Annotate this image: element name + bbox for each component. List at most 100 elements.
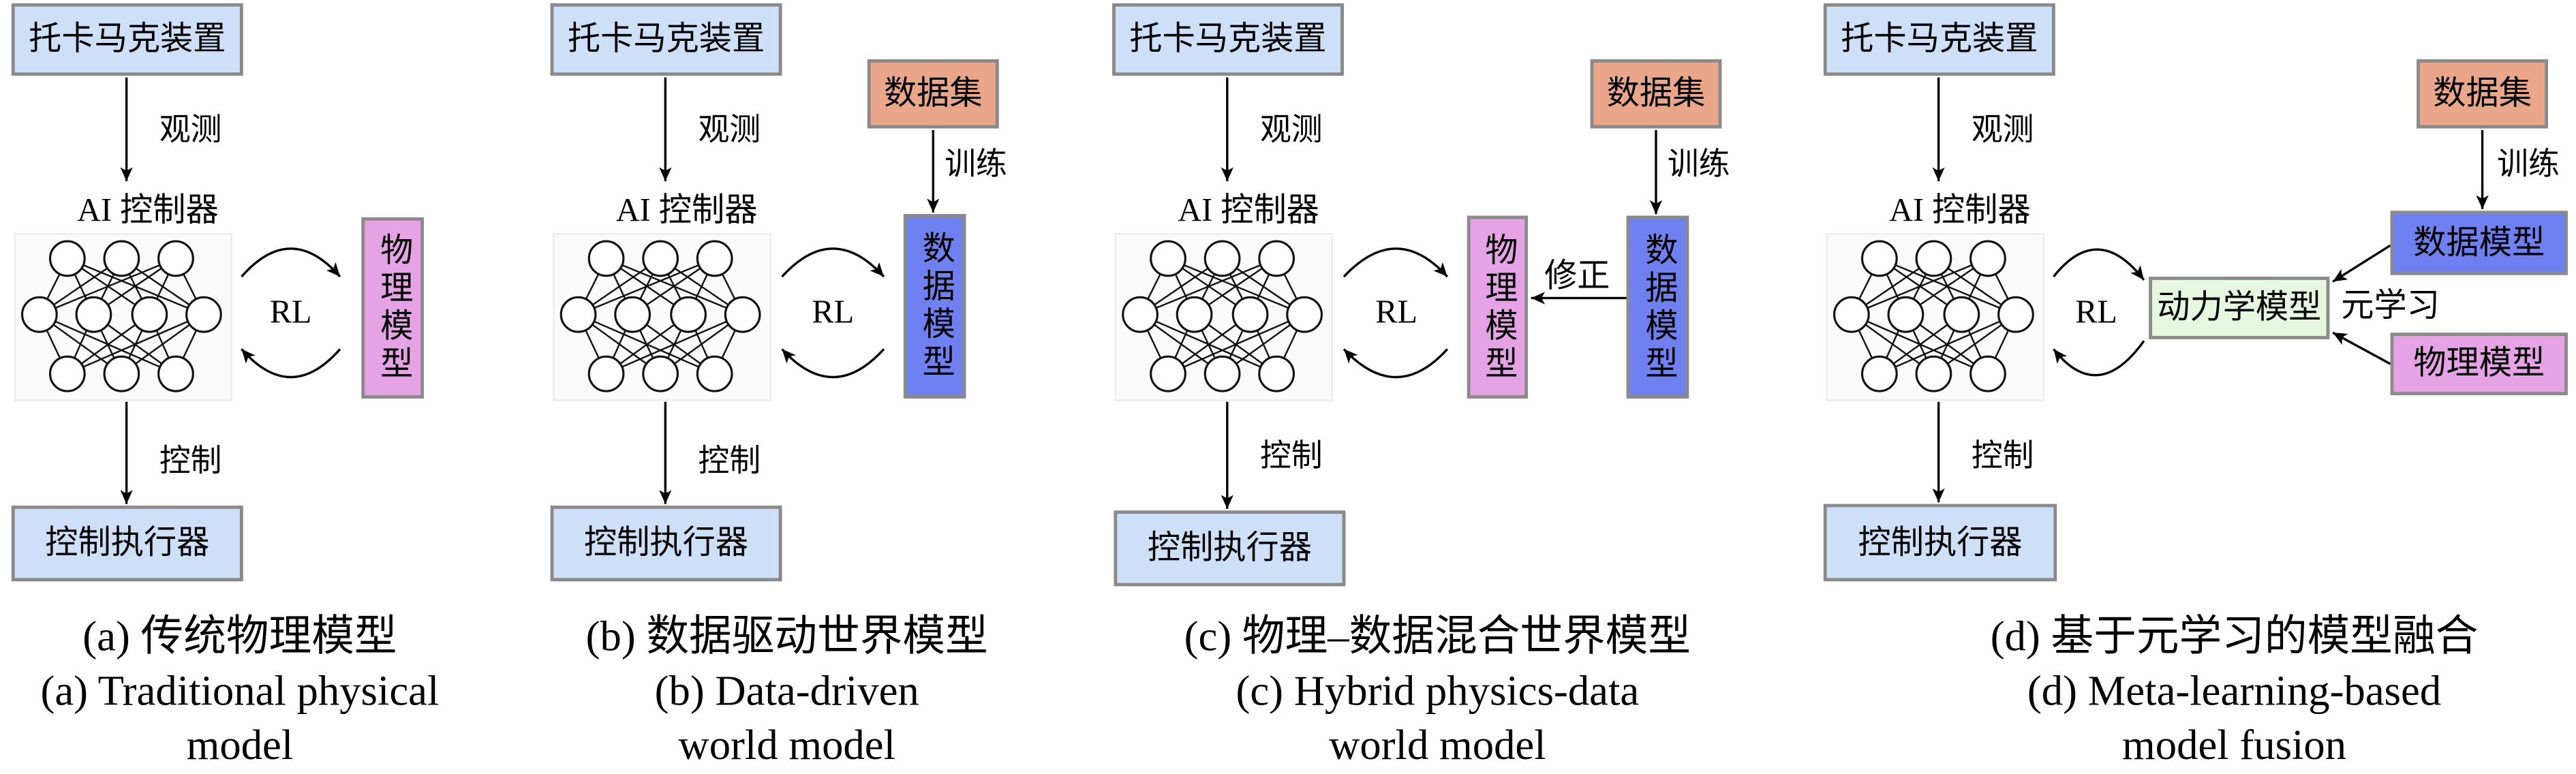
dynamics-model-box: 动力学模型 [2149,277,2330,339]
neural-network-icon [553,233,771,401]
network-node [696,240,733,277]
dataset-label: 数据集 [883,76,983,112]
tokamak-device-label: 托卡马克装置 [1129,21,1327,58]
network-edge [39,258,177,315]
data-model-box: 数据模型 [1626,215,1689,399]
network-node [1887,296,1925,333]
control-label: 控制 [1260,439,1323,475]
tokamak-device-box: 托卡马克装置 [1112,3,1344,76]
physics-model-box: 物理模型 [2390,332,2568,396]
neural-network-icon [14,233,233,401]
neural-network-icon [1114,233,1334,401]
network-node [1203,240,1241,277]
actuator-label: 控制执行器 [584,525,749,562]
network-node [157,355,194,392]
observe-label: 观测 [698,113,761,149]
network-edge [67,313,204,375]
rl-label: RL [2075,294,2117,331]
caption-zh: (b) 数据驱动世界模型 [585,613,988,661]
network-edge [1139,258,1277,315]
network-node [1176,296,1213,333]
network-node [103,240,140,277]
network-node [642,355,679,392]
caption-zh: (c) 物理–数据混合世界模型 [1184,613,1691,661]
neural-network-icon [1826,233,2045,401]
rl-forward-arc [2053,248,2145,281]
tokamak-device-box: 托卡马克装置 [1823,3,2055,76]
network-node [48,355,86,392]
network-node [1122,296,1159,333]
rl-forward-arc [241,247,341,278]
network-node [1969,355,2006,392]
actuator-box: 控制执行器 [11,506,243,582]
train-label: 训练 [2497,148,2560,183]
network-edge [578,258,716,315]
network-node [724,296,761,333]
rl-label: RL [1375,294,1417,331]
tokamak-device-label: 托卡马克装置 [29,21,226,58]
network-node [1860,355,1898,392]
control-label: 控制 [1971,439,2034,475]
meta-learning-label: 元学习 [2341,288,2440,325]
physics-model-label: 物理模型 [374,232,411,384]
network-node [1258,240,1295,277]
network-node [157,240,194,277]
network-node [1150,240,1186,277]
network-node [48,240,86,277]
network-node [614,296,651,333]
network-node [587,355,625,392]
caption-en-line1: (b) Data-driven [654,666,919,715]
tokamak-device-label: 托卡马克装置 [567,21,765,58]
network-node [1915,240,1952,277]
network-node [20,296,58,333]
caption-en-line2: world model [1329,721,1546,769]
caption-en-line2: model fusion [2122,721,2347,769]
dataset-box: 数据集 [2417,59,2549,129]
observe-label: 观测 [159,113,222,149]
data-model-label: 数据模型 [2413,224,2545,262]
ai-controller-label: AI 控制器 [1178,192,1319,229]
observe-label: 观测 [1971,113,2034,149]
actuator-box: 控制执行器 [550,506,782,582]
observe-label: 观测 [1260,113,1323,149]
network-node [1231,296,1269,333]
caption-b: (b) 数据驱动世界模型 (b) Data-driven world model [500,609,1075,772]
rl-return-arc [2053,340,2145,377]
caption-en-line1: (c) Hybrid physics-data [1236,666,1640,715]
caption-en-line2: world model [678,721,896,769]
physics-model-label: 物理模型 [1479,231,1516,383]
network-node [670,296,707,333]
caption-d: (d) 基于元学习的模型融合 (d) Meta-learning-based m… [1947,609,2522,772]
caption-a: (a) 传统物理模型 (a) Traditional physical mode… [0,609,480,772]
control-label: 控制 [698,444,761,480]
network-node [559,296,597,333]
train-label: 训练 [1667,148,1730,183]
rl-return-arc [781,348,885,379]
data-model-label: 数据模型 [1639,231,1676,383]
caption-zh: (d) 基于元学习的模型融合 [1990,613,2479,661]
dynamics-model-label: 动力学模型 [2157,290,2322,326]
network-node [1258,355,1295,392]
dataset-box: 数据集 [1590,59,1722,129]
rl-forward-arc [781,247,885,278]
tokamak-device-box: 托卡马克装置 [550,3,782,76]
caption-en-line2: model [186,721,294,769]
network-edge [1851,258,1989,315]
network-node [131,296,168,333]
ai-controller-label: AI 控制器 [615,192,758,229]
actuator-box: 控制执行器 [1114,510,1346,587]
control-label: 控制 [159,444,222,480]
rl-forward-arc [1343,247,1449,278]
caption-c: (c) 物理–数据混合世界模型 (c) Hybrid physics-data … [1150,609,1725,772]
dataset-box: 数据集 [867,59,999,129]
network-node [642,240,679,277]
train-label: 训练 [945,148,1007,183]
actuator-box: 控制执行器 [1823,504,2057,582]
physics-model-box: 物理模型 [361,217,424,399]
rl-return-arc [241,348,341,379]
correction-label: 修正 [1544,258,1610,295]
caption-en-line1: (d) Meta-learning-based [2027,666,2442,715]
network-node [185,296,222,333]
